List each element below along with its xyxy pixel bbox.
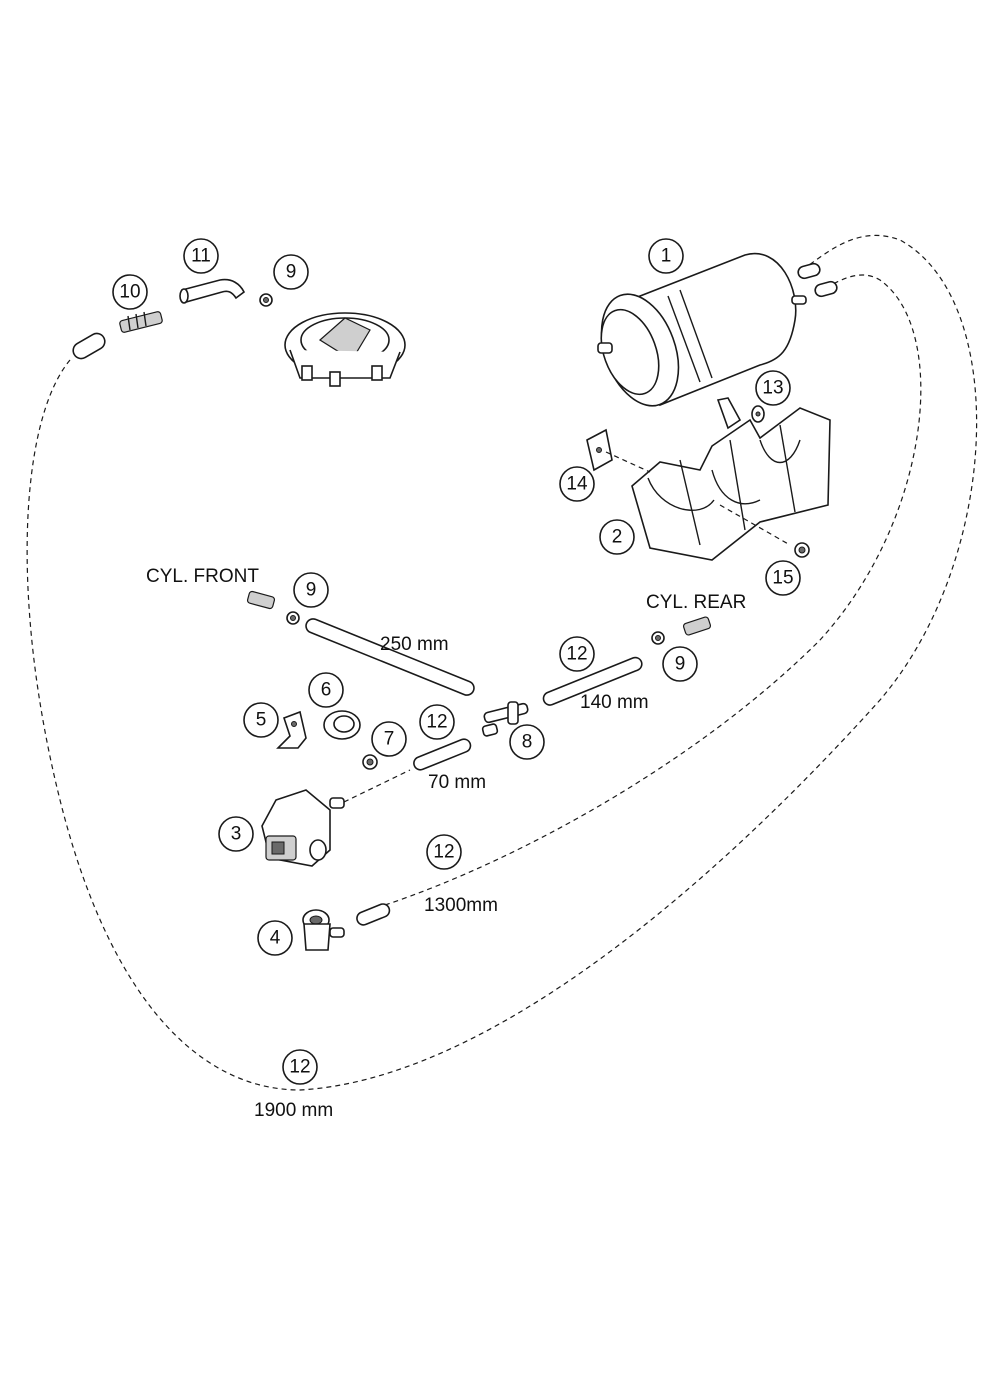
svg-text:9: 9 — [306, 580, 317, 601]
leader-3-7 — [343, 769, 411, 803]
callout-14: 14 — [559, 466, 595, 502]
label-1900mm: 1900 mm — [254, 1100, 333, 1121]
callout-6: 6 — [308, 672, 344, 708]
svg-text:12: 12 — [566, 644, 587, 665]
svg-text:2: 2 — [612, 527, 623, 548]
part-14-clip — [586, 428, 613, 472]
label-1300mm: 1300mm — [424, 895, 498, 916]
callout-9-top: 9 — [273, 254, 309, 290]
svg-text:15: 15 — [772, 568, 793, 589]
callout-5: 5 — [243, 702, 279, 738]
callout-11: 11 — [183, 238, 219, 274]
callout-8: 8 — [509, 724, 545, 760]
hose-stub-lower — [814, 280, 838, 298]
part-11-elbow-hose — [179, 278, 246, 304]
part-15-screw — [794, 542, 810, 558]
callout-10: 10 — [112, 274, 148, 310]
callout-12-1900: 12 — [282, 1049, 318, 1085]
svg-text:5: 5 — [256, 710, 267, 731]
svg-text:14: 14 — [566, 474, 588, 495]
svg-text:12: 12 — [289, 1057, 310, 1078]
leader-14 — [605, 451, 651, 473]
callout-15: 15 — [765, 560, 801, 596]
hose-1900-loop — [26, 234, 978, 1091]
part-9-clip-rear — [651, 631, 665, 645]
svg-text:9: 9 — [675, 654, 686, 675]
part-10-nipple — [72, 311, 163, 360]
callout-12-140: 12 — [559, 636, 595, 672]
cyl-front-fitting — [246, 590, 276, 610]
svg-text:1: 1 — [661, 246, 672, 267]
callout-9-front: 9 — [293, 572, 329, 608]
part-9-clip-front — [286, 611, 300, 625]
hose-1300 — [356, 903, 391, 926]
part-4-fitting — [302, 909, 345, 951]
part-6-grommet — [323, 710, 361, 740]
svg-text:6: 6 — [321, 680, 332, 701]
callout-9-rear: 9 — [662, 646, 698, 682]
label-70mm: 70 mm — [428, 772, 486, 793]
part-9-clip-top — [259, 293, 273, 307]
svg-text:10: 10 — [119, 282, 140, 303]
callout-1: 1 — [648, 238, 684, 274]
part-13-washer — [751, 405, 765, 423]
hose-stub-upper — [797, 262, 821, 280]
cyl-rear-fitting — [682, 616, 712, 636]
callout-3: 3 — [218, 816, 254, 852]
part-2-bracket — [631, 397, 831, 561]
part-1-canister — [597, 252, 807, 407]
svg-text:13: 13 — [762, 378, 783, 399]
callout-13: 13 — [755, 370, 791, 406]
hose-1300-loop — [384, 274, 922, 906]
part-3-valve — [261, 789, 345, 867]
label-cyl-front: CYL. FRONT — [146, 566, 259, 587]
svg-text:11: 11 — [191, 246, 211, 267]
label-cyl-rear: CYL. REAR — [646, 592, 746, 613]
part-7-nut — [362, 754, 378, 770]
label-250mm: 250 mm — [380, 634, 449, 655]
hose-250 — [305, 618, 475, 696]
svg-text:12: 12 — [426, 712, 447, 733]
hose-70 — [413, 738, 472, 771]
part-8-tee — [481, 701, 529, 737]
callout-2: 2 — [599, 519, 635, 555]
svg-text:3: 3 — [231, 824, 242, 845]
label-140mm: 140 mm — [580, 692, 649, 713]
leader-15 — [719, 504, 791, 546]
pump-flange — [284, 312, 406, 387]
svg-text:4: 4 — [270, 928, 281, 949]
callout-7: 7 — [371, 721, 407, 757]
hose-140 — [542, 656, 643, 706]
callout-12-1300: 12 — [426, 834, 462, 870]
svg-text:9: 9 — [286, 262, 297, 283]
svg-text:7: 7 — [384, 729, 395, 750]
callout-4: 4 — [257, 920, 293, 956]
part-5-bracket — [276, 710, 307, 749]
svg-text:12: 12 — [433, 842, 454, 863]
callout-12-250: 12 — [419, 704, 455, 740]
svg-text:8: 8 — [522, 732, 533, 753]
